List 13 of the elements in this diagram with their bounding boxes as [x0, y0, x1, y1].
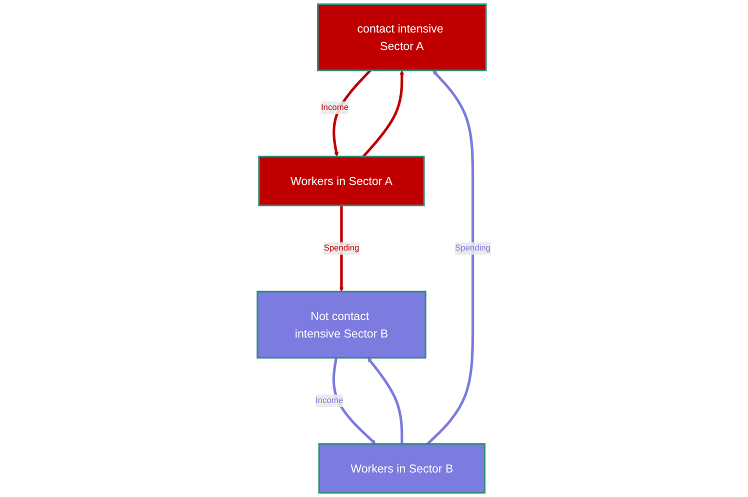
- node-box: Workers in Sector A: [258, 156, 425, 206]
- edge-label: Income: [316, 396, 344, 406]
- arrow: [362, 70, 404, 158]
- edge-label: Spending: [324, 244, 360, 253]
- arrow: [368, 358, 404, 444]
- arrow: [339, 205, 344, 292]
- arrow: [332, 358, 376, 444]
- node-box: Not contact intensive Sector B: [256, 290, 426, 359]
- edge-label: Income: [320, 103, 349, 112]
- node-box: contact intensive Sector A: [317, 3, 487, 72]
- arrow: [426, 70, 474, 445]
- node-box: Workers in Sector B: [318, 443, 486, 494]
- edge-label: Spending: [455, 244, 491, 253]
